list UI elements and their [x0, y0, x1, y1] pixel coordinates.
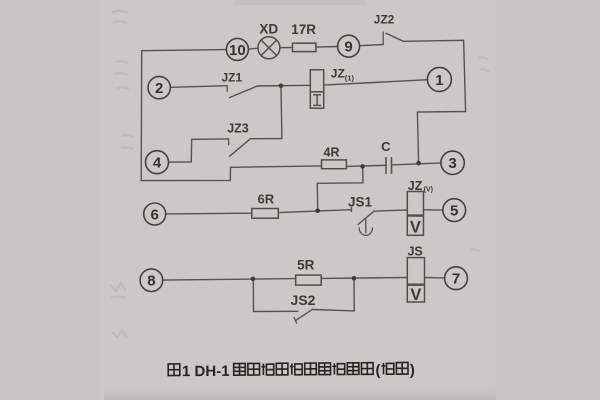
- svg-text:XD: XD: [259, 21, 278, 36]
- svg-text:6R: 6R: [257, 192, 274, 207]
- svg-text:JZ2: JZ2: [374, 13, 395, 27]
- svg-text:C: C: [381, 139, 391, 154]
- svg-text:2: 2: [155, 80, 163, 97]
- svg-text:3: 3: [448, 155, 456, 172]
- svg-text:JS: JS: [407, 244, 422, 258]
- svg-text:5: 5: [450, 203, 458, 220]
- svg-text:9: 9: [344, 39, 352, 56]
- svg-text:JZ: JZ: [331, 66, 345, 80]
- svg-text:4: 4: [153, 155, 162, 172]
- svg-text:(1): (1): [345, 74, 355, 83]
- svg-text:8: 8: [147, 273, 155, 290]
- svg-text:17R: 17R: [291, 22, 316, 37]
- svg-text:V: V: [410, 286, 421, 304]
- svg-text:6: 6: [151, 206, 159, 223]
- svg-text:JS2: JS2: [291, 292, 316, 308]
- svg-text:4R: 4R: [324, 146, 340, 160]
- svg-text:JZ3: JZ3: [227, 122, 249, 136]
- svg-text:1: 1: [435, 72, 443, 89]
- svg-text:JS1: JS1: [348, 195, 373, 210]
- svg-text:): ): [410, 362, 415, 379]
- svg-text:(: (: [375, 362, 380, 379]
- svg-text:JZ: JZ: [408, 179, 423, 193]
- svg-text:10: 10: [229, 42, 246, 59]
- svg-text:7: 7: [452, 271, 460, 288]
- svg-text:V: V: [410, 218, 421, 236]
- svg-text:5R: 5R: [297, 258, 315, 273]
- svg-text:JZ1: JZ1: [221, 70, 242, 84]
- svg-text:(V): (V): [424, 187, 433, 194]
- svg-text:1 DH-1: 1 DH-1: [182, 363, 230, 380]
